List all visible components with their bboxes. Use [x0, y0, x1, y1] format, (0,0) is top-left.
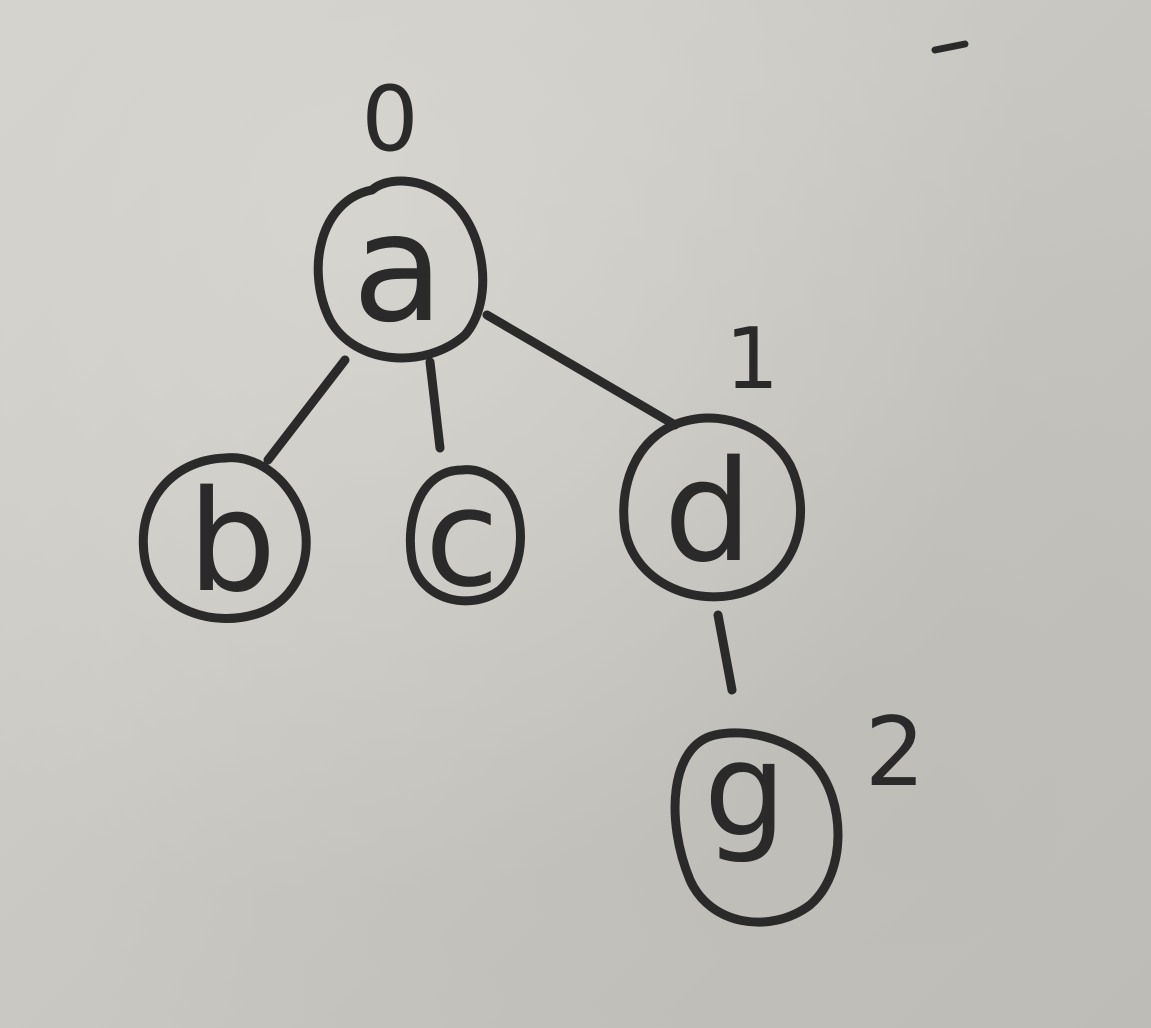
node-g-label: g [704, 714, 787, 866]
node-d: d 1 [619, 310, 806, 602]
node-d-label: d [664, 431, 753, 594]
edge-a-c [425, 357, 445, 453]
edge-d-g [713, 610, 737, 695]
node-a-circle [313, 176, 488, 363]
stray-mark [931, 40, 969, 54]
node-g: g 2 [670, 698, 925, 927]
node-d-circle [619, 413, 806, 602]
node-d-annotation: 1 [725, 310, 779, 409]
node-a-label: a [352, 182, 444, 356]
edges [263, 310, 737, 695]
node-b-circle [138, 453, 311, 623]
node-a-annotation: 0 [361, 67, 418, 172]
node-c-label: c [425, 460, 499, 617]
node-g-circle [670, 728, 843, 927]
node-c-circle [405, 465, 525, 606]
edge-a-d [482, 310, 680, 430]
node-c: c [405, 460, 525, 617]
node-b-label: b [188, 461, 277, 624]
node-b: b [138, 453, 311, 624]
node-a: a 0 [313, 67, 488, 363]
edge-a-b [263, 355, 350, 465]
node-g-annotation: 2 [865, 698, 925, 808]
